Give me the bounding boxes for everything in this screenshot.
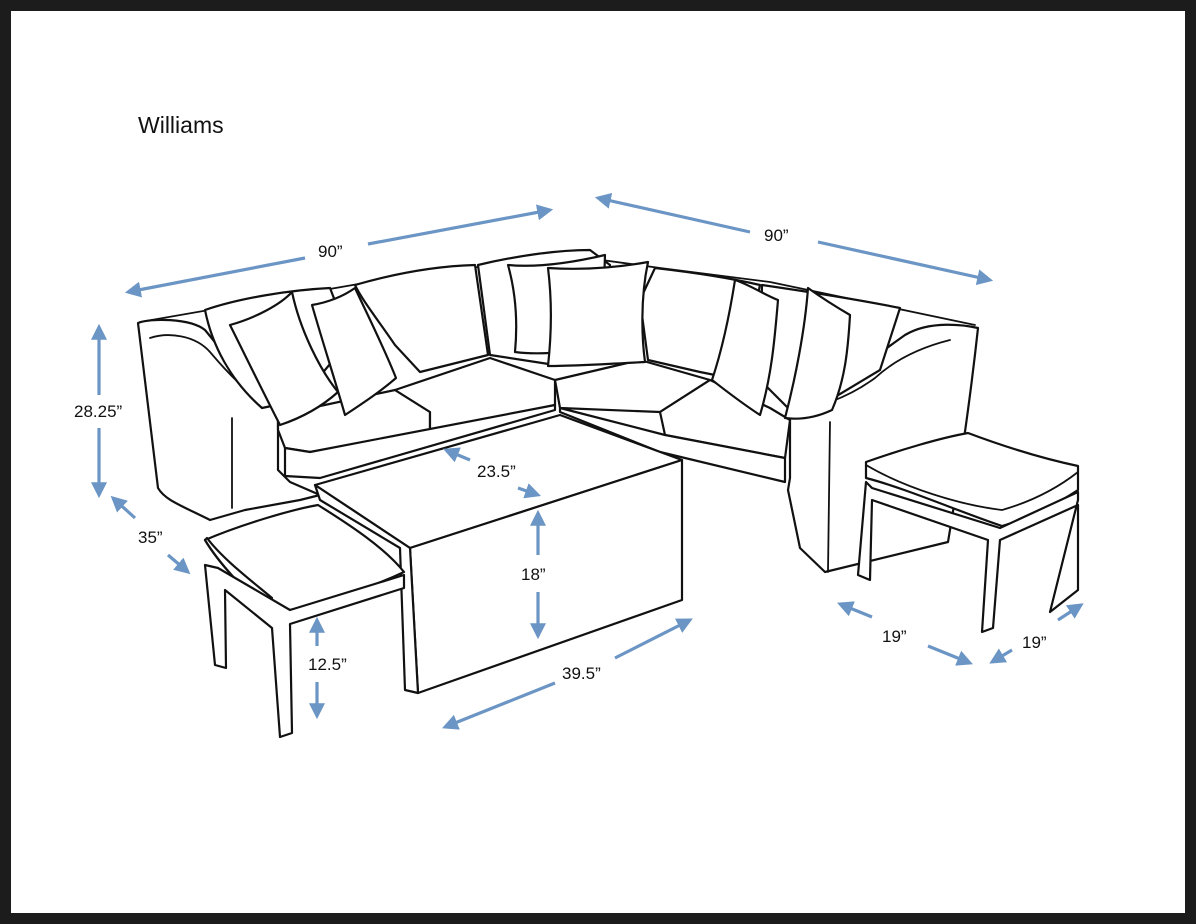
label-ottoman-height: 12.5” bbox=[308, 655, 347, 674]
label-table-height: 18” bbox=[521, 565, 546, 584]
left-ottoman bbox=[203, 503, 406, 739]
label-right-sofa-length: 90” bbox=[764, 226, 789, 245]
arrow-table-length-a bbox=[442, 681, 556, 730]
arrow-left-sofa-length-a bbox=[124, 256, 306, 298]
right-seat-front bbox=[558, 406, 787, 484]
arrow-ottoman-width-a bbox=[837, 601, 873, 619]
right-ottoman-cushion-edge bbox=[865, 464, 1079, 511]
right-ottoman bbox=[856, 431, 1080, 634]
pillow-5 bbox=[710, 278, 780, 417]
arrow-left-sofa-length-b bbox=[367, 204, 554, 246]
left-seat-front bbox=[283, 403, 557, 480]
arrow-table-depth-a bbox=[443, 447, 471, 463]
pillow-2 bbox=[310, 286, 398, 417]
label-ottoman-depth: 19” bbox=[1022, 633, 1047, 652]
arrow-right-sofa-length-b bbox=[817, 240, 994, 286]
arrow-sofa-depth-a bbox=[110, 495, 137, 520]
arrow-ottoman-width-b bbox=[927, 644, 973, 666]
left-back-cushion-2 bbox=[353, 263, 490, 374]
diagram-title: Williams bbox=[138, 112, 224, 138]
label-sofa-depth: 35” bbox=[138, 528, 163, 547]
right-arm-side bbox=[827, 421, 831, 573]
label-left-sofa-length: 90” bbox=[318, 242, 343, 261]
label-sofa-height: 28.25” bbox=[74, 402, 123, 421]
sectional-sofa bbox=[136, 248, 980, 574]
arrow-ottoman-depth-a bbox=[989, 648, 1013, 664]
dimension-arrows bbox=[91, 192, 1084, 730]
arrow-table-depth-b bbox=[517, 483, 542, 499]
label-table-length: 39.5” bbox=[562, 664, 601, 683]
arrow-right-sofa-length-a bbox=[594, 192, 751, 234]
pillow-6 bbox=[783, 286, 852, 420]
label-table-depth: 23.5” bbox=[477, 462, 516, 481]
pillow-4 bbox=[546, 260, 650, 368]
sofa-back-edge bbox=[139, 254, 976, 326]
arrow-sofa-depth-b bbox=[166, 553, 191, 575]
table-left-side bbox=[313, 483, 420, 695]
left-ottoman-frame bbox=[203, 563, 406, 739]
arrow-ottoman-depth-b bbox=[1057, 603, 1084, 622]
right-ottoman-frame bbox=[856, 480, 1080, 634]
dimension-labels: 90” 90” 28.25” 35” 23.5” 18” 39.5” 12.5”… bbox=[74, 226, 1047, 683]
arrow-table-length-b bbox=[614, 618, 693, 660]
coffee-table bbox=[313, 413, 684, 695]
label-ottoman-width: 19” bbox=[882, 627, 907, 646]
